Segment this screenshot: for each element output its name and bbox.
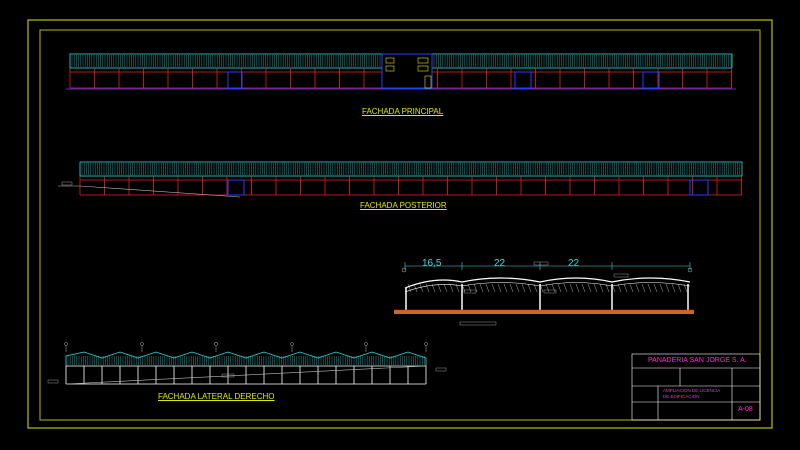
- front-elevation-title: FACHADA PRINCIPAL: [362, 107, 444, 116]
- outer-frame: [27, 19, 773, 429]
- title-block: [631, 353, 761, 421]
- title-block-sheet-number: A-08: [738, 406, 753, 413]
- side-elevation-title: FACHADA LATERAL DERECHO: [158, 392, 275, 401]
- section-dimension-2: 22: [494, 258, 506, 269]
- side-elevation: [47, 342, 447, 385]
- title-block-project-line-2: DE EDIFICACION: [663, 394, 700, 399]
- section-dimension-1: 16,5: [422, 258, 442, 269]
- rear-elevation-title: FACHADA POSTERIOR: [360, 201, 447, 210]
- front-elevation: [66, 53, 736, 90]
- truss-section: [394, 261, 694, 326]
- inner-frame: [39, 29, 761, 421]
- section-dimension-3: 22: [568, 258, 580, 269]
- title-block-project-line-1: AMPLIACION DE LICENCIA: [663, 388, 721, 393]
- title-block-client: PANADERIA SAN JORGE S. A.: [648, 357, 747, 364]
- rear-elevation: [58, 161, 743, 198]
